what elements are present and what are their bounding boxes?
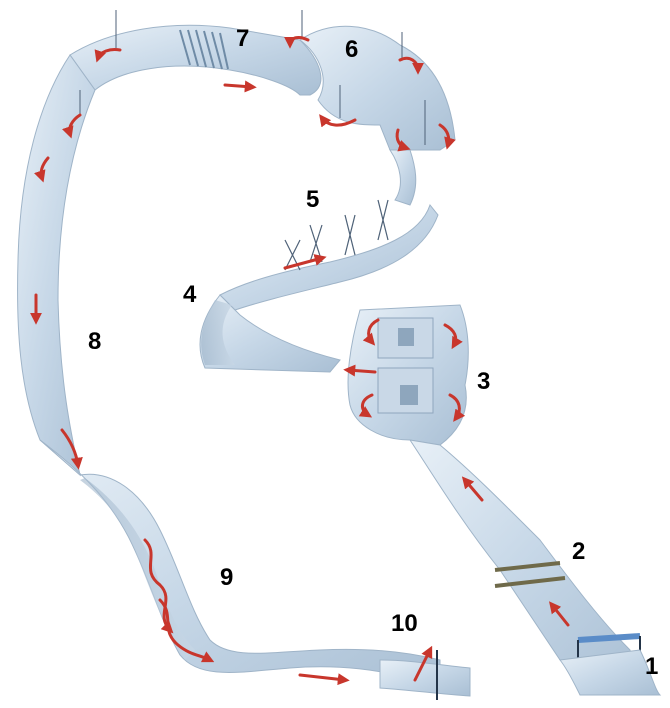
- stage-label-2: 2: [572, 540, 585, 564]
- stage-label-5: 5: [306, 188, 319, 212]
- stage-label-8: 8: [88, 330, 101, 354]
- stage-label-3: 3: [477, 370, 490, 394]
- stage-label-7: 7: [236, 27, 249, 51]
- connector-6-to-5: [390, 150, 416, 205]
- stage-label-1: 1: [645, 655, 658, 679]
- mixer-core-lower: [400, 385, 418, 405]
- gate-bar: [578, 636, 640, 640]
- channel-stage-5: [220, 205, 438, 310]
- stage-label-6: 6: [345, 38, 358, 62]
- mixer-core-upper: [398, 328, 414, 346]
- channel-stage-9: [40, 440, 440, 690]
- channel-stage-10: [380, 660, 470, 696]
- basin-stage-6: [300, 26, 455, 150]
- stage-label-4: 4: [183, 283, 196, 307]
- stage-label-10: 10: [391, 612, 418, 636]
- channel-stage-8: [18, 55, 95, 475]
- stage-label-9: 9: [220, 566, 233, 590]
